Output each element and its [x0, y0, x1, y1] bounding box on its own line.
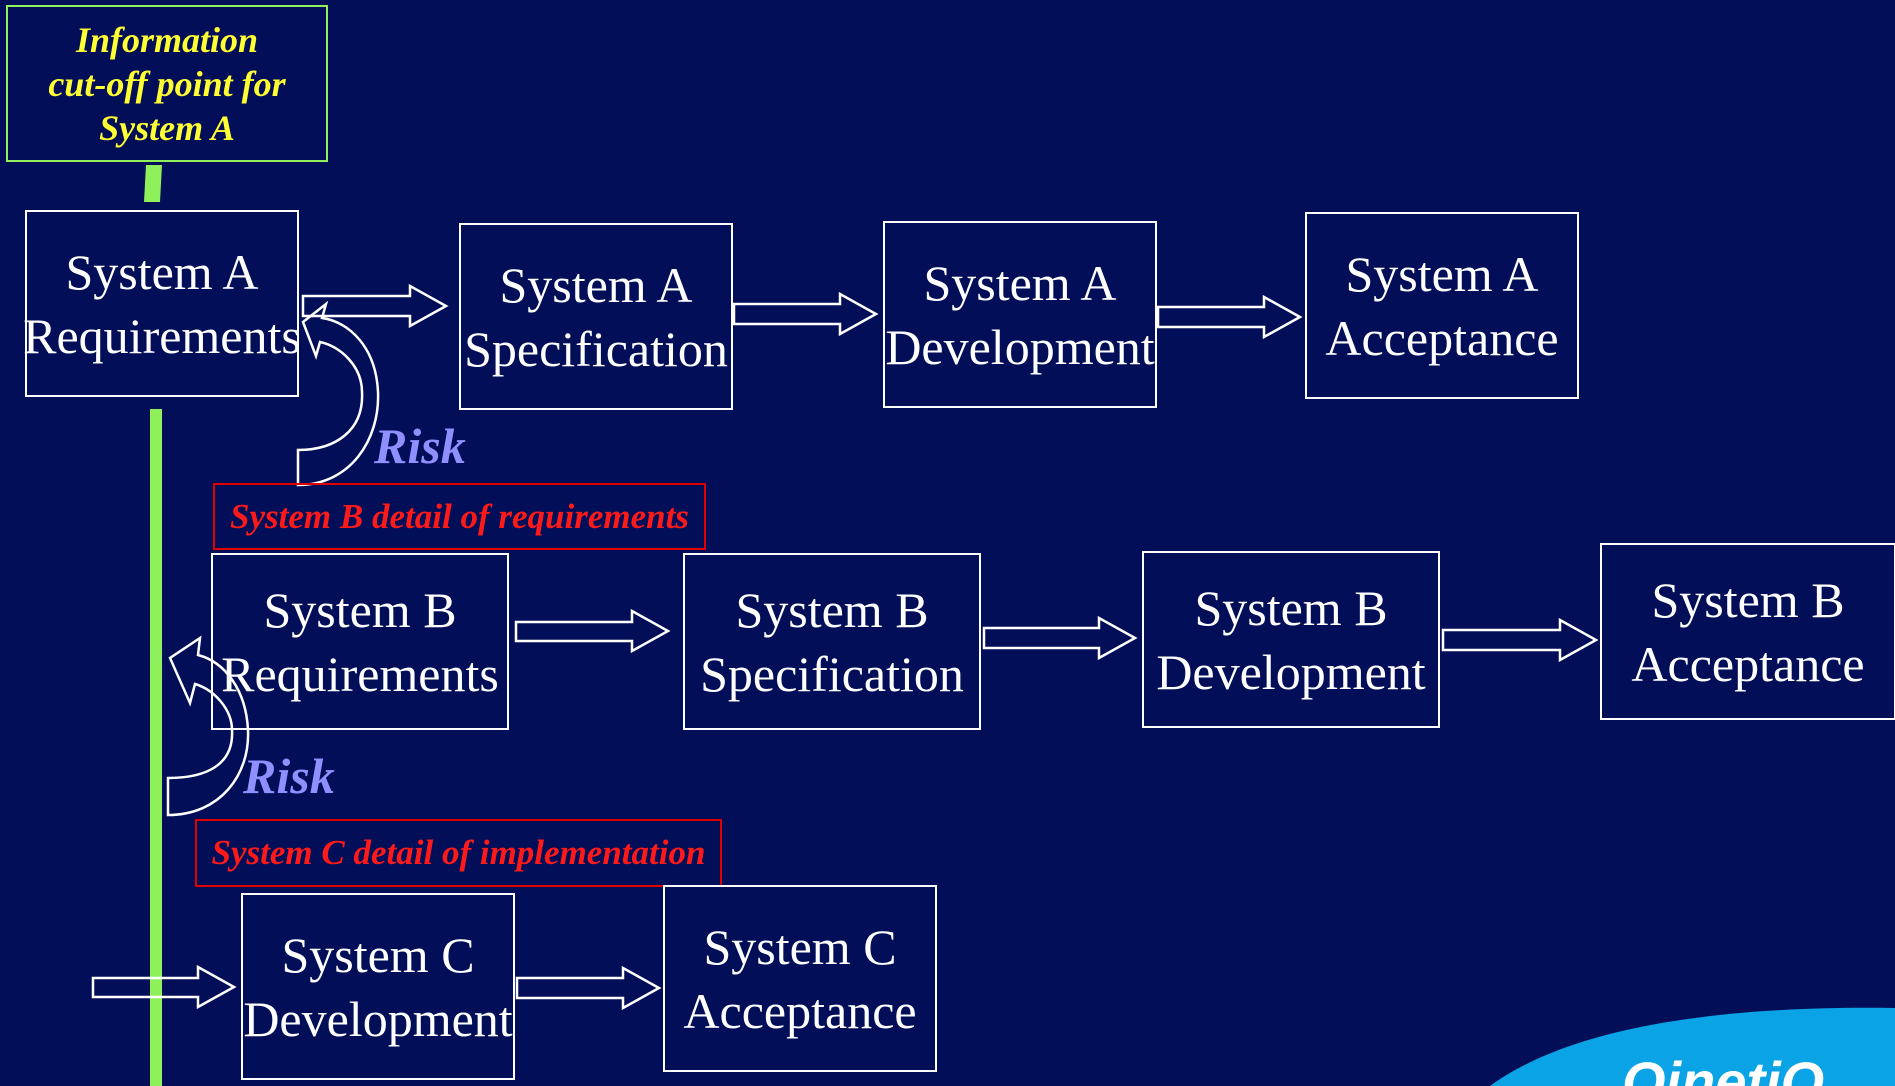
box-line-2: Development	[1156, 643, 1426, 700]
arrow-b-dev-to-acc	[1441, 617, 1599, 663]
system-c-development-box: System C Development	[241, 893, 515, 1080]
cutoff-line	[150, 409, 162, 1086]
system-a-specification-box: System A Specification	[459, 223, 733, 410]
risk-label-b: Risk	[243, 748, 335, 804]
box-line-2: Requirements	[23, 307, 301, 364]
callout-line-3: System A	[99, 107, 235, 148]
box-line-2: Acceptance	[1325, 309, 1559, 366]
arrow-a-dev-to-acc	[1156, 294, 1303, 340]
arrow-a-spec-to-dev	[732, 291, 879, 337]
risk-label-a: Risk	[374, 418, 466, 474]
callout-line-1: Information	[75, 19, 259, 60]
box-line-1: System B	[1651, 571, 1845, 628]
system-c-detail-note: System C detail of implementation	[195, 819, 722, 887]
arrow-c-dev-to-acc	[515, 965, 662, 1011]
box-line-2: Development	[885, 318, 1155, 375]
callout-line-2: cut-off point for	[48, 63, 286, 104]
system-c-acceptance-box: System C Acceptance	[663, 885, 937, 1072]
system-b-detail-note: System B detail of requirements	[213, 483, 706, 550]
system-b-requirements-box: System B Requirements	[211, 553, 509, 730]
system-a-requirements-box: System A Requirements	[23, 210, 301, 397]
box-line-2: Requirements	[221, 645, 499, 702]
box-line-1: System B	[263, 581, 457, 638]
cutoff-line-top	[144, 165, 162, 202]
info-cutoff-callout: Information cut-off point for System A	[6, 5, 328, 162]
arrow-b-spec-to-dev	[982, 615, 1138, 661]
box-line-1: System A	[499, 256, 693, 313]
box-line-1: System C	[281, 926, 475, 983]
box-line-2: Acceptance	[683, 982, 917, 1039]
box-line-1: System A	[923, 254, 1117, 311]
box-line-1: System C	[703, 918, 897, 975]
box-line-2: Specification	[700, 645, 964, 702]
system-a-acceptance-box: System A Acceptance	[1305, 212, 1579, 399]
arrow-b-req-to-spec	[514, 608, 671, 654]
system-a-development-box: System A Development	[883, 221, 1157, 408]
system-b-acceptance-box: System B Acceptance	[1600, 543, 1895, 720]
box-line-1: System B	[735, 581, 929, 638]
arrow-a-req-to-spec	[301, 283, 449, 329]
box-line-2: Acceptance	[1631, 635, 1865, 692]
system-b-development-box: System B Development	[1142, 551, 1440, 728]
risk-arrow-a	[296, 300, 380, 487]
arrow-into-c-dev	[91, 964, 237, 1010]
box-line-1: System A	[65, 243, 259, 300]
box-line-1: System A	[1345, 245, 1539, 302]
box-line-2: Development	[243, 990, 513, 1047]
logo-wordmark: QinetiQ	[1622, 1050, 1825, 1086]
box-line-2: Specification	[464, 320, 728, 377]
risk-arrow-b	[166, 635, 250, 817]
box-line-1: System B	[1194, 579, 1388, 636]
system-b-specification-box: System B Specification	[683, 553, 981, 730]
